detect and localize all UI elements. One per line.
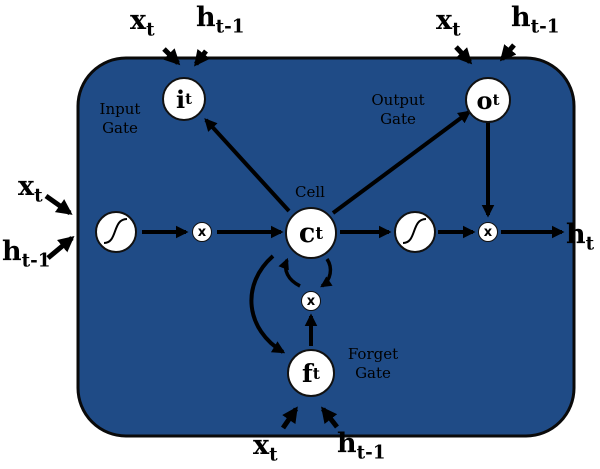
input-gate-symbol: i <box>176 84 186 114</box>
arrow-h-to-output-gate <box>499 43 517 62</box>
forget-gate-x-label: xt <box>253 432 278 465</box>
forget-gate-label: Forget Gate <box>338 345 408 383</box>
x-subscript: t <box>34 185 43 207</box>
output-gate-subscript: t <box>492 91 500 109</box>
multiply-symbol: x <box>306 293 316 309</box>
multiply-symbol: x <box>483 224 493 240</box>
arrow-x-to-output-gate <box>454 45 473 65</box>
output-gate-x-label: xt <box>436 7 461 40</box>
x-symbol: x <box>130 5 147 36</box>
multiply-node-output: x <box>478 222 498 242</box>
hidden-output-label: ht <box>566 221 594 254</box>
forget-gate-h-label: ht-1 <box>337 430 386 463</box>
arrow-cell-recurrent-loop-left <box>278 257 301 288</box>
h-prev-subscript: t-1 <box>215 16 245 38</box>
output-gate-h-label: ht-1 <box>511 4 560 37</box>
arrow-x-to-input-gate <box>162 47 181 66</box>
arrow-h-to-input-gate <box>194 48 211 67</box>
h-prev-subscript: t-1 <box>21 250 51 272</box>
block-input-x-label: xt <box>18 173 43 206</box>
multiply-node-forget: x <box>301 291 321 311</box>
x-symbol: x <box>18 171 35 202</box>
x-subscript: t <box>146 19 155 41</box>
cell-state-symbol: c <box>298 217 316 249</box>
output-gate-symbol: o <box>476 85 493 115</box>
h-symbol: h <box>511 2 531 33</box>
h-symbol: h <box>337 428 357 459</box>
arrow-x-to-block-input <box>44 193 73 216</box>
arrow-cell-to-output-gate <box>331 110 472 215</box>
input-gate-label: Input Gate <box>92 100 148 138</box>
input-gate-label-line1: Input <box>99 100 141 118</box>
forget-gate-symbol: f <box>302 358 313 388</box>
arrow-cell-recurrent-loop-right <box>320 258 333 288</box>
h-symbol: h <box>196 2 216 33</box>
output-sigmoid-node <box>394 211 436 253</box>
x-symbol: x <box>436 5 453 36</box>
arrow-h-to-block-input <box>46 235 75 260</box>
block-input-h-label: ht-1 <box>2 238 51 271</box>
forget-gate-label-line1: Forget <box>347 345 399 363</box>
h-prev-subscript: t-1 <box>356 442 386 464</box>
cell-label-text: Cell <box>295 183 325 201</box>
x-subscript: t <box>452 19 461 41</box>
cell-label: Cell <box>282 183 338 202</box>
arrow-cell-to-input-gate <box>204 118 291 213</box>
arrow-x-to-forget-gate <box>280 406 299 430</box>
forget-gate-subscript: t <box>312 363 320 383</box>
cell-state-subscript: t <box>315 223 324 243</box>
h-prev-subscript: t-1 <box>530 16 560 38</box>
output-gate-label-line2: Gate <box>380 110 416 128</box>
x-symbol: x <box>253 430 270 461</box>
multiply-symbol: x <box>197 224 207 240</box>
h-symbol: h <box>566 219 586 250</box>
arrow-cell-to-forget-gate <box>249 254 286 354</box>
h-out-subscript: t <box>585 233 595 255</box>
input-gate-h-label: ht-1 <box>196 4 245 37</box>
h-symbol: h <box>2 236 22 267</box>
output-gate-label-line1: Output <box>371 91 425 109</box>
arrow-h-to-forget-gate <box>321 406 339 429</box>
output-gate-label: Output Gate <box>360 91 436 129</box>
input-gate-subscript: t <box>185 90 192 108</box>
forget-gate-label-line2: Gate <box>355 364 391 382</box>
x-subscript: t <box>269 444 278 466</box>
input-sigmoid-node <box>95 211 137 253</box>
multiply-node-input: x <box>192 222 212 242</box>
input-gate-x-label: xt <box>130 7 155 40</box>
input-gate-label-line2: Gate <box>102 119 138 137</box>
